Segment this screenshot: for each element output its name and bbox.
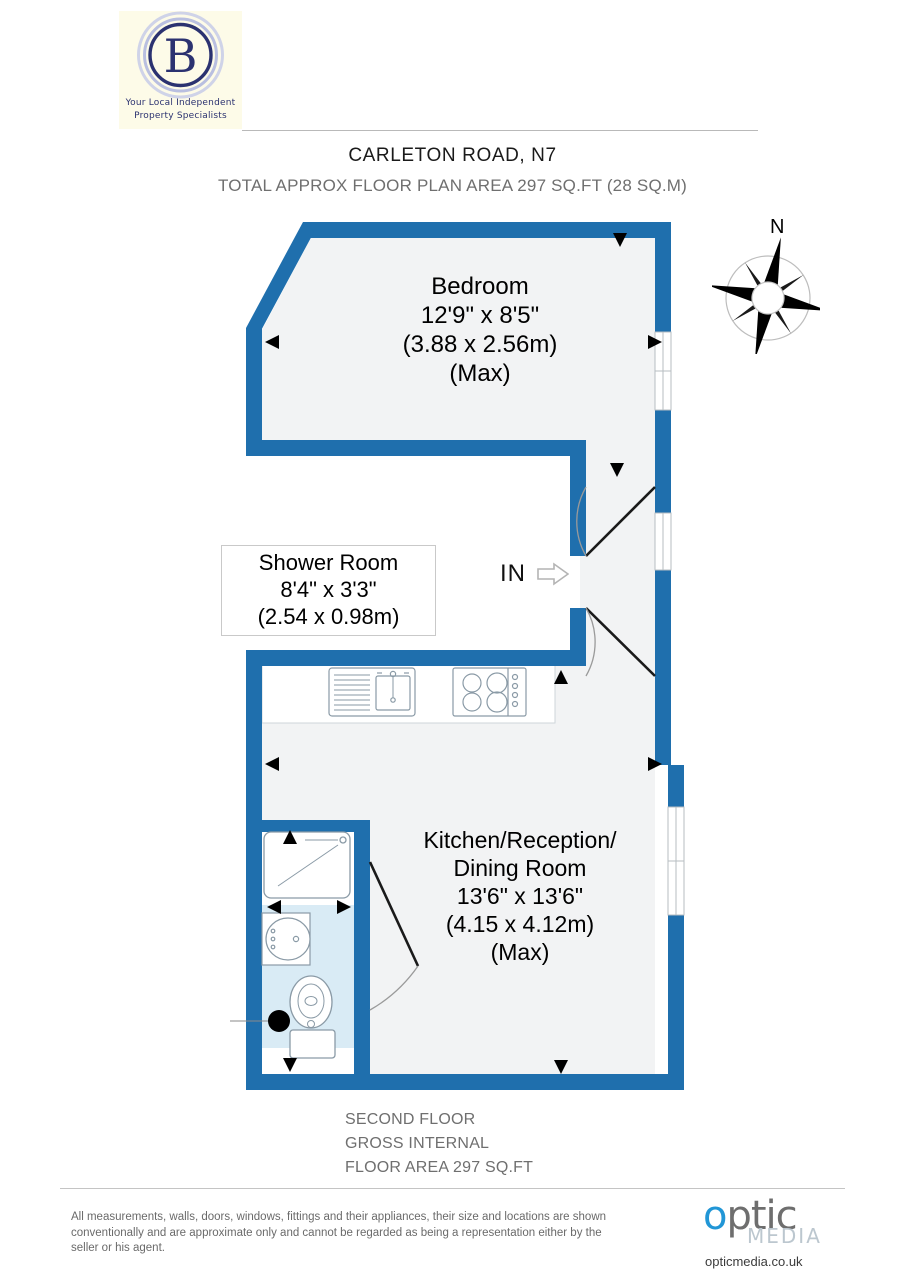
extent-markers: [265, 233, 662, 1074]
compass-north-label: N: [770, 216, 785, 238]
wall-bedroom-bottom: [246, 440, 586, 456]
window-hall-right: [654, 512, 672, 571]
wall-main-right-upper: [655, 650, 671, 765]
marker-main-top: [554, 670, 568, 684]
wall-bedroom-angled: [246, 222, 314, 338]
door-leaf-shower: [368, 861, 420, 967]
door-leaf-bedroom: [585, 486, 656, 557]
room-label-shower-room: Shower Room 8'4" x 3'3" (2.54 x 0.98m): [221, 545, 436, 636]
fixture-kitchen-sink: [328, 667, 416, 717]
hall-floor-fill: [580, 448, 655, 660]
marker-main-right: [648, 757, 662, 771]
wall-main-bottom: [246, 1074, 684, 1090]
fixture-wash-basin: [261, 912, 311, 966]
wall-bedroom-left: [246, 328, 262, 450]
marker-shower-top: [283, 830, 297, 844]
wall-main-right-mid: [668, 765, 684, 807]
wall-main-left: [246, 650, 262, 1090]
wall-main-top: [246, 650, 586, 666]
producer-subwordmark: MEDIA: [747, 1224, 822, 1248]
entry-label: IN: [500, 560, 526, 587]
wall-hall-right-upper: [655, 485, 671, 513]
footer-divider: [60, 1188, 845, 1189]
door-arc-shower: [369, 965, 419, 1011]
disclaimer-text: All measurements, walls, doors, windows,…: [71, 1211, 607, 1254]
producer-wordmark-o: o: [703, 1193, 728, 1239]
door-arc-bedroom: [576, 486, 587, 557]
marker-bedroom-left: [265, 335, 279, 349]
marker-hall-top: [610, 463, 624, 477]
marker-shower-right: [337, 900, 351, 914]
marker-bedroom-right: [648, 335, 662, 349]
room-label-kitchen-reception-dining: Kitchen/Reception/ Dining Room 13'6" x 1…: [423, 827, 617, 965]
wall-bedroom-top: [303, 222, 671, 238]
wall-main-right-lower: [668, 915, 684, 1090]
door-arcs: [369, 486, 596, 1011]
window-bedroom-right: [654, 331, 672, 411]
page-title: CARLETON ROAD, N7: [348, 145, 557, 166]
wall-bedroom-right-lower: [655, 410, 671, 485]
wall-hall-left: [570, 448, 586, 556]
page-subtitle: TOTAL APPROX FLOOR PLAN AREA 297 SQ.FT (…: [217, 176, 688, 195]
marker-shower-bottom: [283, 1058, 297, 1072]
producer-wordmark: optic: [703, 1193, 798, 1239]
compass-icon: [707, 237, 829, 359]
logo-tagline-line2: Property Specialists: [134, 111, 227, 121]
marker-main-bottom: [554, 1060, 568, 1074]
fixture-hob: [452, 667, 527, 717]
doors: [368, 486, 656, 967]
room-label-bedroom: Bedroom 12'9" x 8'5" (3.88 x 2.56m) (Max…: [402, 273, 558, 387]
windows: [654, 331, 685, 916]
soil-stack-marker: [230, 1010, 290, 1032]
door-arc-entrance: [585, 607, 596, 677]
svg-text:B: B: [164, 29, 198, 83]
agency-logo: B Your Local Independent Property Specia…: [119, 11, 242, 129]
wall-hall-right-mid: [655, 570, 671, 665]
arrow-right-outline-icon: [537, 562, 569, 586]
window-main-right: [667, 806, 685, 916]
wall-shower-top: [262, 820, 370, 832]
fixture-shower-tray: [263, 831, 351, 899]
logo-tagline: Your Local Independent Property Speciali…: [119, 97, 242, 123]
producer-wordmark-rest: ptic: [726, 1193, 797, 1239]
floor-area-note: SECOND FLOOR GROSS INTERNAL FLOOR AREA 2…: [345, 1111, 534, 1176]
door-leaf-entrance: [585, 607, 656, 677]
marker-bedroom-top: [613, 233, 627, 247]
producer-logo[interactable]: optic MEDIA opticmedia.co.uk: [703, 1193, 863, 1269]
producer-url[interactable]: opticmedia.co.uk: [705, 1254, 803, 1269]
wall-shower-partition: [354, 828, 370, 1078]
logo-tagline-line1: Your Local Independent: [125, 98, 236, 108]
bedroom-floor-fill: [262, 236, 655, 448]
marker-main-left: [265, 757, 279, 771]
fixture-toilet: [289, 975, 336, 1059]
header-divider: [242, 130, 758, 131]
walls: [246, 222, 684, 1090]
wall-bedroom-right-upper: [655, 222, 671, 332]
marker-shower-left: [267, 900, 281, 914]
compass-rose: N: [707, 216, 829, 359]
logo-rings-icon: B: [137, 11, 224, 99]
